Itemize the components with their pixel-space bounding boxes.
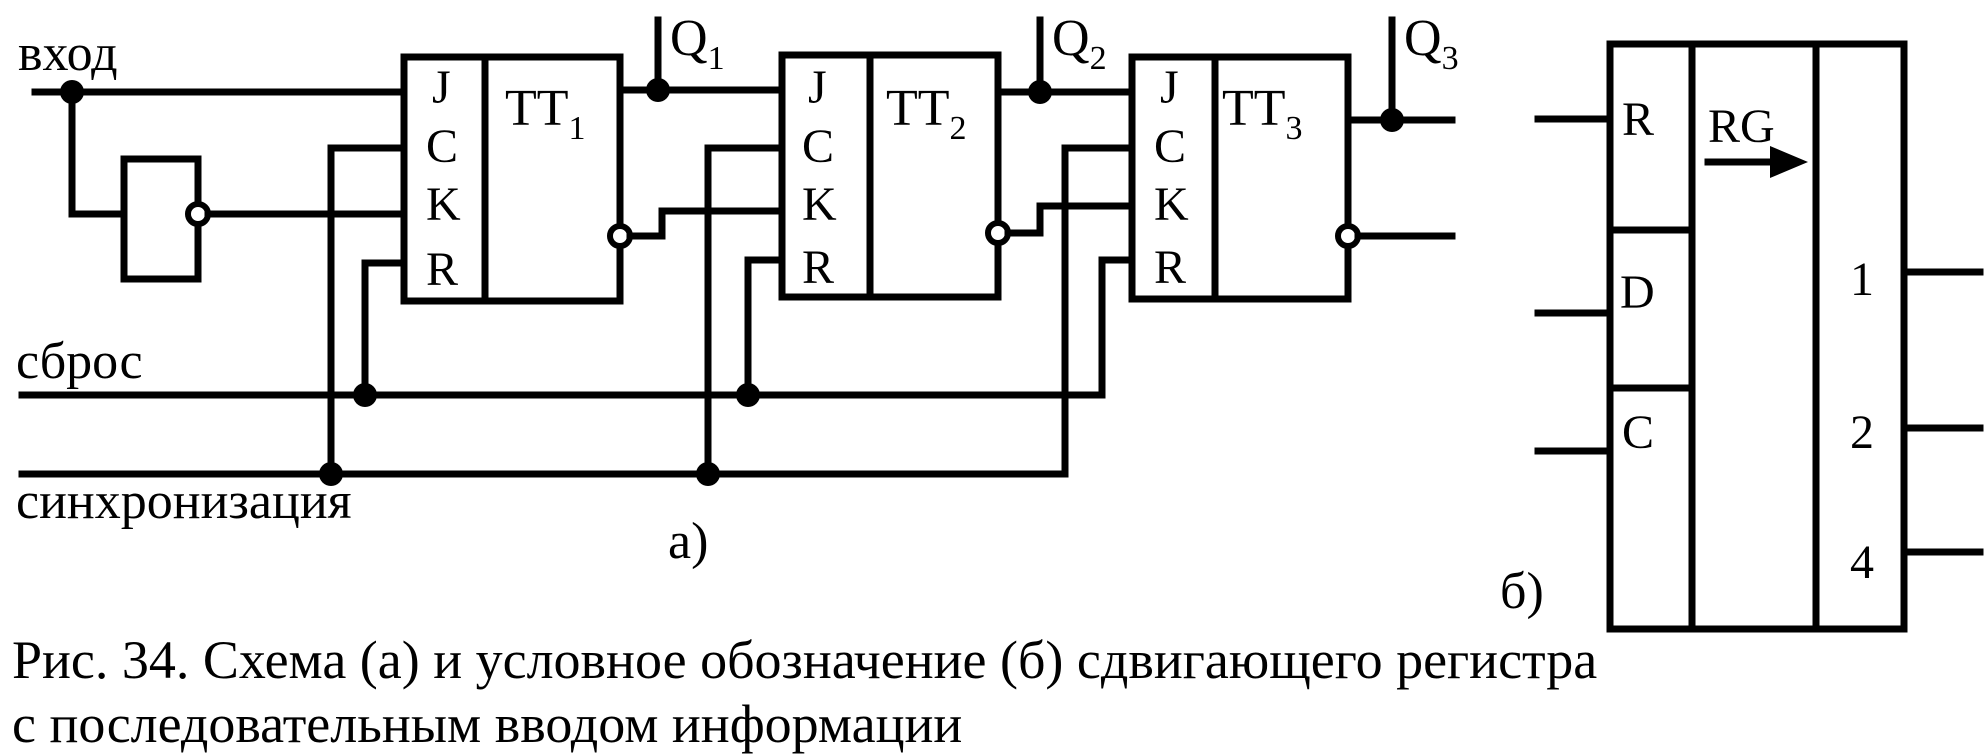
sync-label: синхронизация <box>16 473 352 530</box>
shift-arrow-icon <box>1704 146 1808 178</box>
register-output-2: 2 <box>1850 406 1874 459</box>
input-branch-wire <box>68 88 128 218</box>
ff2-pin-k: K <box>802 178 837 231</box>
ff3-pin-c: C <box>1154 120 1186 173</box>
register-output-4: 4 <box>1850 536 1874 589</box>
flipflop-3: J C K R TT3 <box>1128 53 1352 303</box>
register-title: RG <box>1708 100 1775 153</box>
ff2-clock-junction <box>696 462 720 486</box>
ff3-q-label: Q3 <box>1404 10 1459 77</box>
ff3-clock-wire <box>1061 144 1136 478</box>
ff2-reset-wire <box>744 256 786 399</box>
ff3-label: TT3 <box>1222 80 1303 147</box>
ff3-pin-r: R <box>1154 241 1186 294</box>
register-symbol: R D C RG 1 2 4 <box>1606 40 1908 633</box>
ff1-reset-junction <box>353 383 377 407</box>
ff3-pin-k: K <box>1154 178 1189 231</box>
ff2-pin-j: J <box>808 61 827 114</box>
flipflop-1: J C K R TT1 <box>400 53 624 305</box>
ff2-label: TT2 <box>886 80 967 147</box>
ff2-pin-r: R <box>802 241 834 294</box>
register-input-c: C <box>1622 406 1654 459</box>
ff3-q-junction <box>1380 108 1404 132</box>
ff1-clock-wire <box>327 144 408 478</box>
reset-label: сброс <box>16 333 143 390</box>
ff2-qbar-wire <box>1004 202 1136 237</box>
ff2-pin-c: C <box>802 120 834 173</box>
input-label: вход <box>18 25 118 82</box>
ff1-clock-junction <box>319 462 343 486</box>
register-output-1: 1 <box>1850 253 1874 306</box>
caption-line-1: Рис. 34. Схема (а) и условное обозначени… <box>12 630 1597 690</box>
ff1-q-junction <box>646 78 670 102</box>
ff2-reset-junction <box>736 383 760 407</box>
register-input-d: D <box>1620 266 1655 319</box>
part-a-label: а) <box>668 513 708 570</box>
ff1-label: TT1 <box>505 80 586 147</box>
register-input-r: R <box>1622 93 1654 146</box>
flipflop-2: J C K R TT2 <box>778 51 1002 301</box>
ff3-reset-wire <box>1061 256 1136 399</box>
ff3-pin-j: J <box>1160 61 1179 114</box>
ff1-pin-j: J <box>432 61 451 114</box>
caption-line-2: с последовательным вводом информации <box>12 694 962 754</box>
ff1-pin-r: R <box>426 243 458 296</box>
ff2-q-junction <box>1028 80 1052 104</box>
ff2-q-label: Q2 <box>1052 10 1107 77</box>
ff1-qbar-wire <box>626 207 786 240</box>
input-junction <box>60 80 84 104</box>
part-b-label: б) <box>1500 563 1544 620</box>
ff1-reset-wire <box>361 259 408 399</box>
ff1-pin-c: C <box>426 120 458 173</box>
ff2-clock-wire <box>704 144 786 478</box>
ff1-q-label: Q1 <box>670 10 725 77</box>
inverter-gate <box>120 155 202 283</box>
ff1-pin-k: K <box>426 178 461 231</box>
